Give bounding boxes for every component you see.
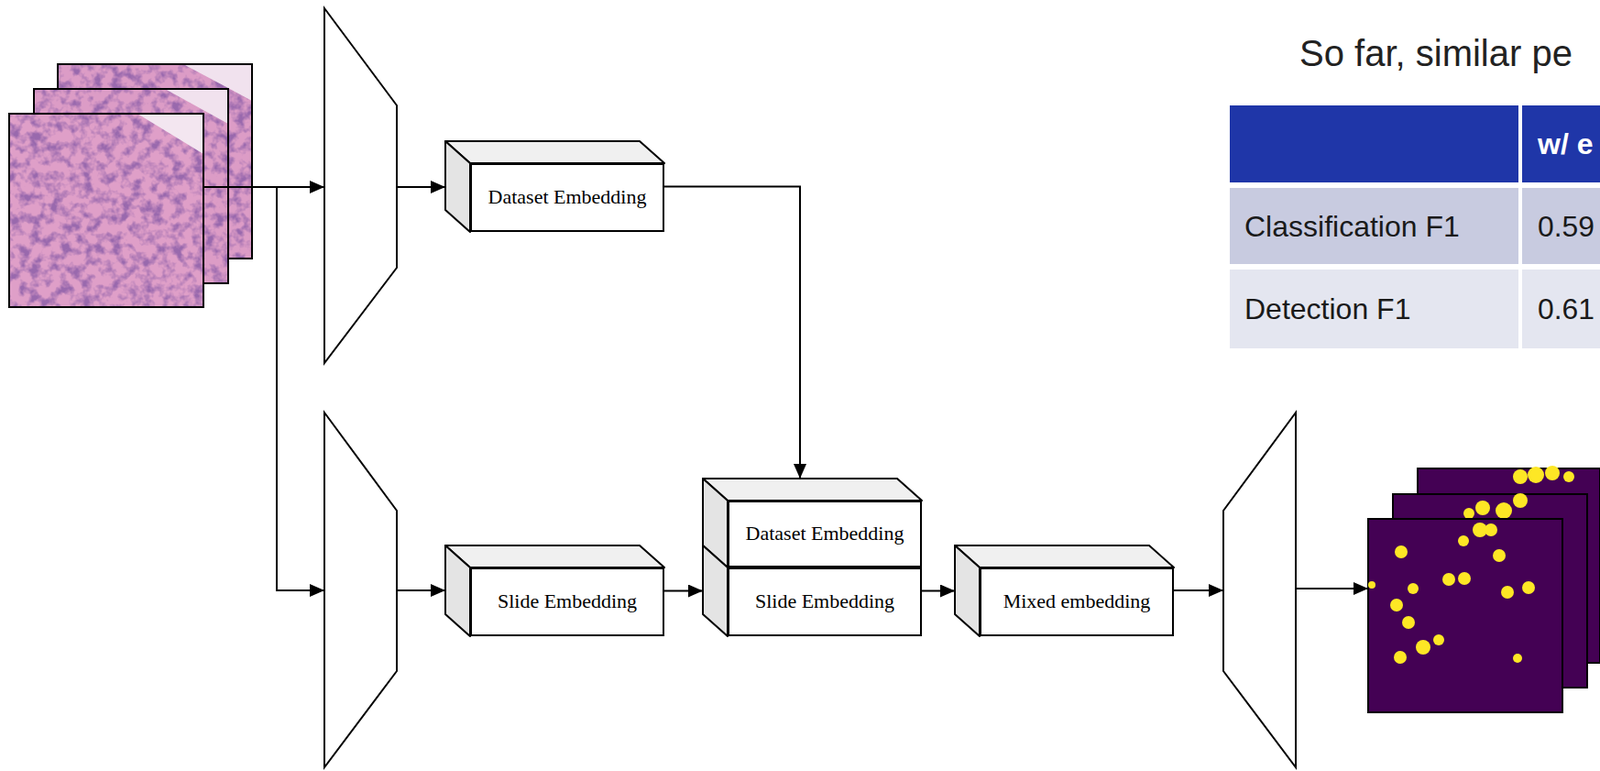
mask-blob	[1563, 471, 1575, 483]
flow-arrow	[396, 186, 446, 188]
mask-blob	[1457, 571, 1471, 585]
box-side-face	[954, 545, 980, 636]
tissue-texture	[9, 113, 204, 307]
embedding-box: Dataset Embedding	[727, 500, 922, 568]
mask-blob	[1522, 580, 1535, 594]
mask-blob	[1463, 507, 1475, 519]
box-depth	[979, 567, 981, 569]
mask-blobs	[1368, 522, 1535, 664]
mask-blob	[1512, 653, 1523, 663]
connector-arrow	[921, 590, 955, 592]
table-divider	[1518, 105, 1523, 349]
embedding-box: Mixed embedding	[979, 567, 1174, 636]
embedding-box: Dataset Embedding	[470, 163, 665, 232]
mask-blob	[1484, 523, 1498, 537]
mask-blob	[1402, 615, 1415, 629]
output-masks	[1368, 465, 1600, 713]
box-top-face	[702, 478, 922, 501]
mask-blob	[1407, 582, 1419, 594]
box-side-face	[445, 545, 471, 636]
box-depth	[470, 567, 472, 569]
box-label: Dataset Embedding	[745, 521, 905, 546]
mask-blob	[1457, 535, 1469, 547]
table-header	[1229, 105, 1600, 183]
box-top-face	[445, 545, 665, 568]
results-table	[1229, 105, 1600, 349]
box-label: Mixed embedding	[1003, 589, 1151, 614]
tissue-pale-area	[137, 113, 204, 154]
mask-blob	[1492, 548, 1506, 562]
connector-arrow	[664, 590, 703, 592]
box-label: Dataset Embedding	[488, 185, 647, 209]
decoder	[1223, 412, 1296, 768]
box-depth	[727, 567, 729, 569]
mask-blob	[1394, 545, 1408, 559]
tissue-tiles	[9, 64, 253, 307]
mask-blob	[1393, 650, 1407, 664]
slide-encoder	[324, 412, 397, 768]
mask-blob	[1415, 639, 1431, 655]
flow-arrow	[1295, 587, 1369, 590]
mask-blob	[1501, 585, 1514, 599]
box-side-face	[702, 545, 728, 636]
mask-blob	[1512, 493, 1528, 508]
flow-arrow	[396, 589, 446, 592]
flow-arrow	[1173, 589, 1224, 592]
flow-arrow	[276, 186, 325, 591]
tile-frame	[9, 113, 204, 307]
box-label: Slide Embedding	[497, 589, 637, 614]
table-cell: 0.61	[1537, 291, 1595, 327]
box-label: Slide Embedding	[755, 589, 895, 614]
table-row	[1229, 269, 1600, 349]
box-depth	[727, 500, 729, 502]
embedding-box: Slide Embedding	[470, 567, 665, 636]
mask-blobs	[1463, 493, 1528, 519]
slide-heading: So far, similar pe	[1299, 31, 1573, 76]
box-top-face	[445, 141, 665, 164]
box-side-face	[445, 141, 471, 232]
box-depth	[470, 163, 472, 165]
mask-tile	[1368, 518, 1563, 713]
mask-blob	[1368, 580, 1376, 589]
mask-blob	[1495, 502, 1513, 519]
mask-blob	[1390, 598, 1403, 612]
mask-blob	[1545, 465, 1560, 481]
mask-blob	[1433, 634, 1445, 646]
mask-blob	[1475, 500, 1491, 516]
flow-arrow	[203, 186, 325, 188]
flow-arrows	[203, 186, 1369, 591]
table-cell: 0.59	[1537, 208, 1595, 244]
connector-arrow	[664, 186, 800, 480]
mask-blobs	[1512, 465, 1575, 484]
mask-blob	[1512, 469, 1528, 484]
mask-blob	[1442, 572, 1456, 586]
box-top-face	[954, 545, 1174, 568]
mask-blob	[1527, 466, 1545, 483]
dataset-encoder	[324, 8, 397, 363]
table-header-cell: w/ e	[1537, 126, 1593, 162]
embedding-box: Slide Embedding	[727, 567, 922, 636]
table-row	[1229, 187, 1600, 264]
tissue-tile	[9, 113, 204, 307]
table-cell: Detection F1	[1244, 291, 1411, 327]
table-cell: Classification F1	[1244, 208, 1460, 244]
